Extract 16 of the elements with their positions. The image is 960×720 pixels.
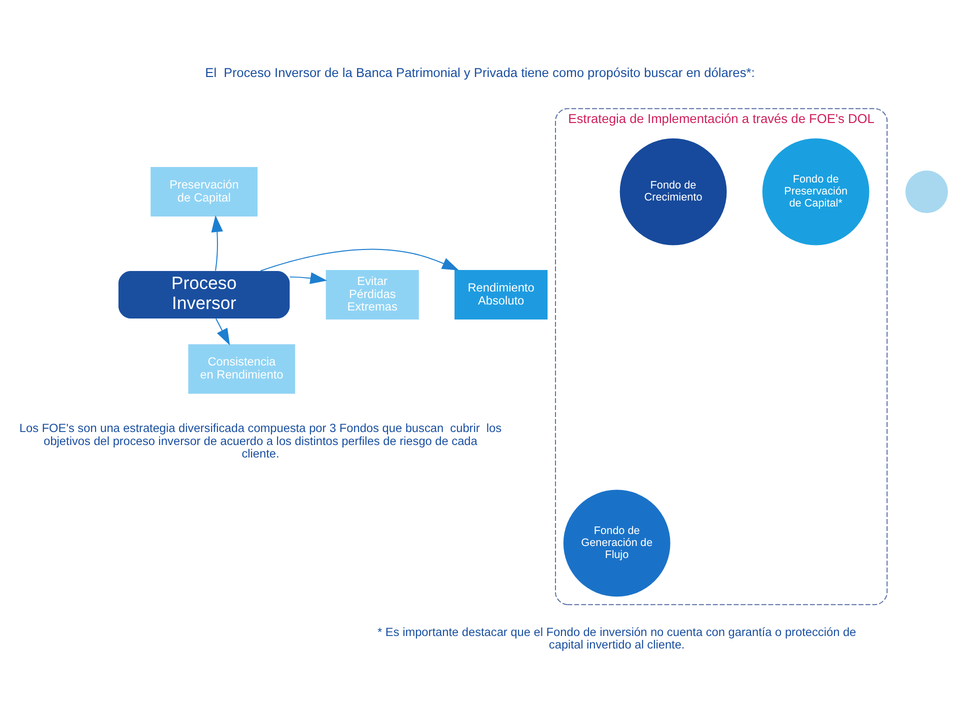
node-box: Preservación de Capital bbox=[150, 167, 258, 217]
node-circle: Fondo de Preservación de Capital* bbox=[762, 138, 870, 246]
node-circle bbox=[905, 170, 948, 214]
arrow bbox=[260, 248, 459, 272]
diagram-title: El Proceso Inversor de la Banca Patrimonial y Privada tiene como propósito buscar en dólares*: bbox=[205, 65, 755, 80]
node-box: Proceso Inversor bbox=[118, 271, 290, 318]
node-box: Consistencia en Rendimiento bbox=[188, 344, 296, 394]
label: Los FOE's son una estrategia diversificada compuesta por 3 Fondos que buscan cubrir los objetivos del proceso inversor de acuerdo a los distintos perfiles de riesgo de cada cliente. bbox=[19, 420, 502, 461]
node-box: Evitar Pérdidas Extremas bbox=[326, 270, 419, 320]
node-circle: Fondo de Crecimiento bbox=[620, 138, 727, 246]
arrow bbox=[211, 215, 223, 272]
label: * Es importante destacar que el Fondo de inversión no cuenta con garantía o protección de capital invertido al cliente. bbox=[378, 624, 856, 652]
arrow bbox=[215, 318, 230, 346]
node-circle: Fondo de Generación de Flujo bbox=[563, 490, 670, 597]
arrow bbox=[289, 272, 328, 284]
node-box: Rendimiento Absoluto bbox=[454, 270, 548, 320]
